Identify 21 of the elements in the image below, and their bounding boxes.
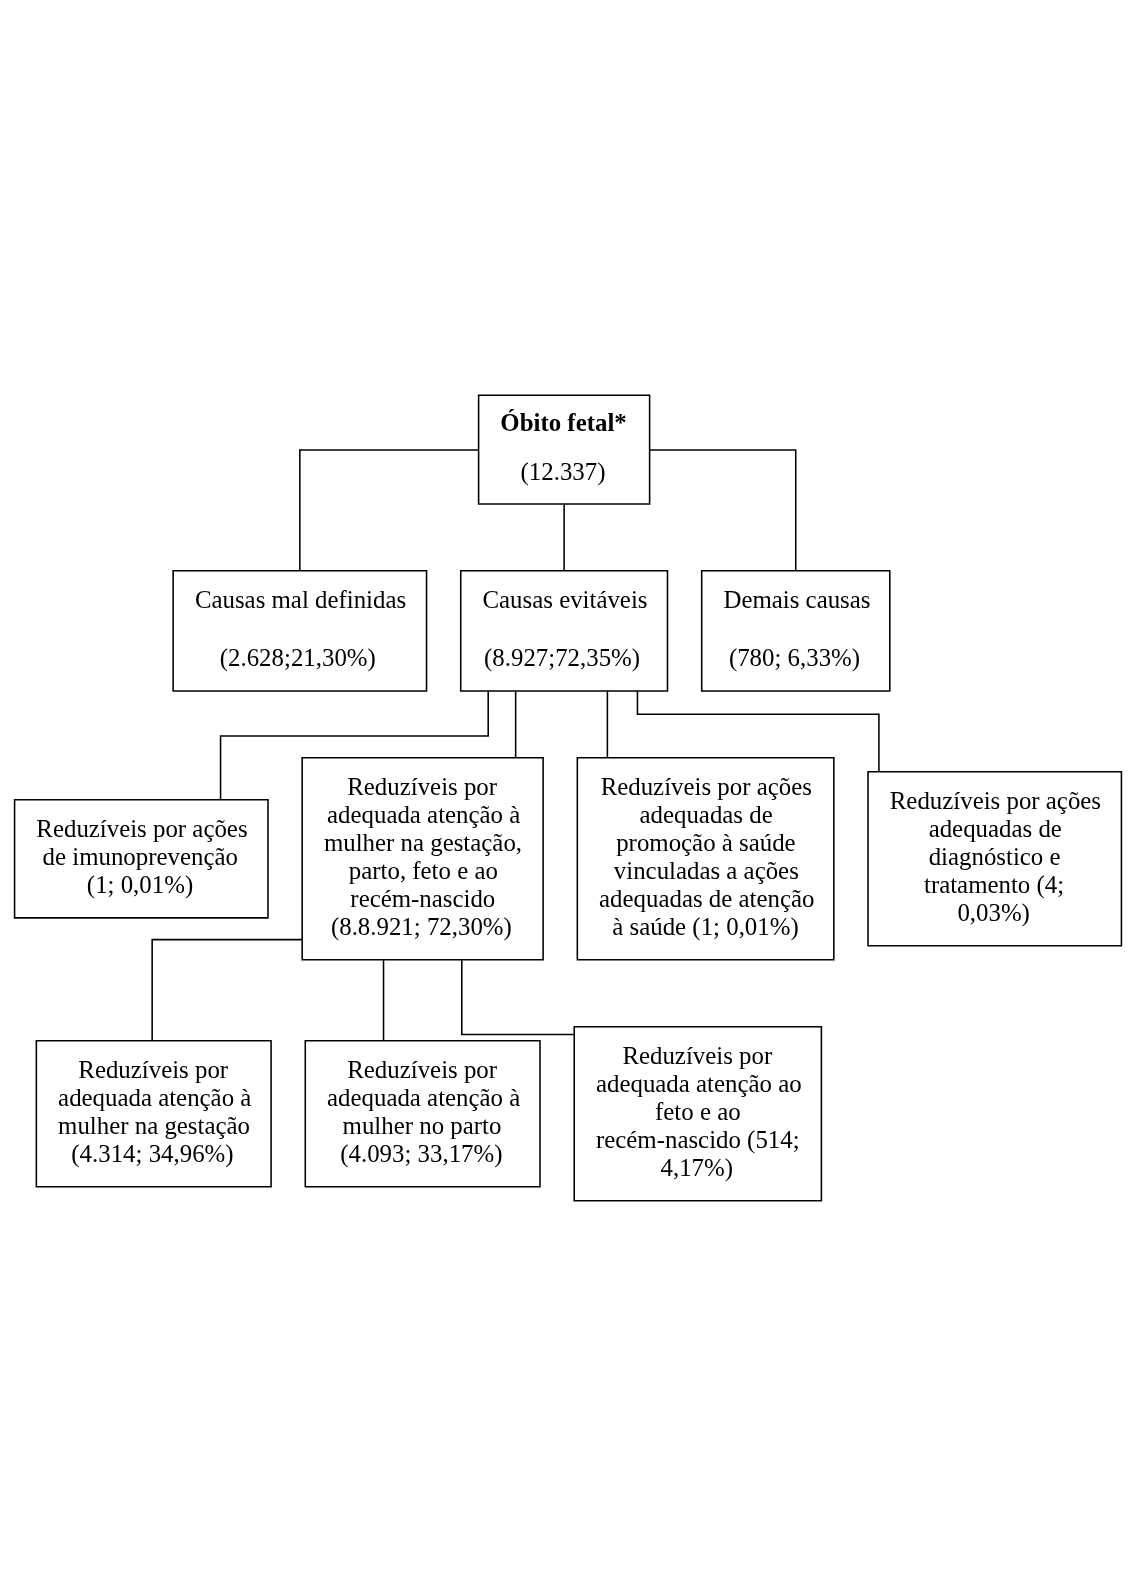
node-box: Reduzíveis por adequada atenção à mulher na gestação, parto, feto e ao recém-nascido (8.8.921; 72,30%) bbox=[301, 756, 544, 961]
connector bbox=[151, 938, 303, 1041]
node-box: Óbito fetal* (12.337) bbox=[477, 393, 651, 505]
node-box: Reduzíveis por adequada atenção ao feto e ao recém-nascido (514; 4,17%) bbox=[573, 1025, 823, 1202]
node-box: Reduzíveis por ações de imunoprevenção (1; 0,01%) bbox=[13, 798, 269, 919]
connector bbox=[606, 690, 609, 758]
node-box: Demais causas (780; 6,33%) bbox=[700, 569, 891, 692]
connector bbox=[636, 689, 880, 772]
connector bbox=[563, 503, 565, 571]
node-box: Reduzíveis por ações adequadas de diagnóstico e tratamento (4; 0,03%) bbox=[867, 770, 1123, 947]
node-box: Reduzíveis por adequada atenção à mulher na gestação (4.314; 34,96%) bbox=[35, 1039, 272, 1188]
connector bbox=[219, 690, 489, 800]
node-box: Reduzíveis por adequada atenção à mulher no parto (4.093; 33,17%) bbox=[304, 1039, 541, 1188]
connector bbox=[382, 959, 385, 1041]
connector bbox=[514, 690, 517, 758]
connector bbox=[299, 448, 480, 571]
connector bbox=[461, 958, 575, 1035]
node-box: Causas evitáveis (8.927;72,35%) bbox=[459, 569, 669, 692]
node-box: Reduzíveis por ações adequadas de promoção à saúde vinculadas a ações adequadas de atenção à saúde (1; 0,01%) bbox=[576, 756, 835, 961]
connector bbox=[648, 448, 797, 571]
node-box: Causas mal definidas (2.628;21,30%) bbox=[172, 569, 428, 692]
